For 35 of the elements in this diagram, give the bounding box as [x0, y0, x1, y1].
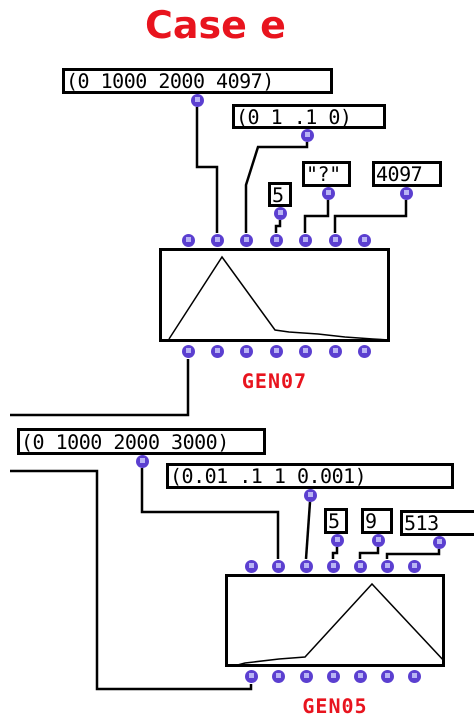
value-object: [324, 508, 348, 547]
value-text: 513: [404, 513, 439, 533]
value-text: 5: [328, 511, 340, 531]
object-name: GEN05: [302, 696, 368, 716]
title: Case e: [145, 6, 286, 44]
value-text: 9: [365, 511, 377, 531]
value-text: 5: [272, 184, 284, 204]
connection-line: [140, 468, 280, 559]
connection-line: [10, 470, 252, 690]
connection-line: [304, 502, 312, 560]
connection-line: [244, 142, 308, 233]
connection-line: [334, 200, 408, 233]
value-text: (0.01 .1 1 0.001): [170, 466, 366, 486]
value-text: (0 1 .1 0): [236, 106, 352, 126]
value-object: [166, 463, 454, 502]
value-object: [232, 104, 386, 142]
object-name: GEN07: [242, 371, 308, 391]
connection-line: [386, 549, 440, 559]
value-text: (0 1000 2000 3000): [21, 432, 229, 452]
connection-line: [332, 547, 338, 559]
connection-line: [274, 220, 282, 233]
value-object: [400, 510, 474, 549]
connection-line: [196, 107, 218, 233]
value-object: [17, 428, 266, 468]
value-object: [361, 508, 393, 547]
value-object: [302, 161, 351, 200]
value-object: [62, 68, 333, 107]
value-object: [372, 161, 442, 200]
value-text: 4097: [376, 164, 422, 184]
connection-line: [10, 359, 190, 416]
connection-line: [358, 547, 380, 559]
value-object: [268, 182, 292, 220]
value-text: "?": [306, 164, 341, 184]
connection-line: [304, 200, 330, 233]
value-text: (0 1000 2000 4097): [66, 71, 274, 91]
